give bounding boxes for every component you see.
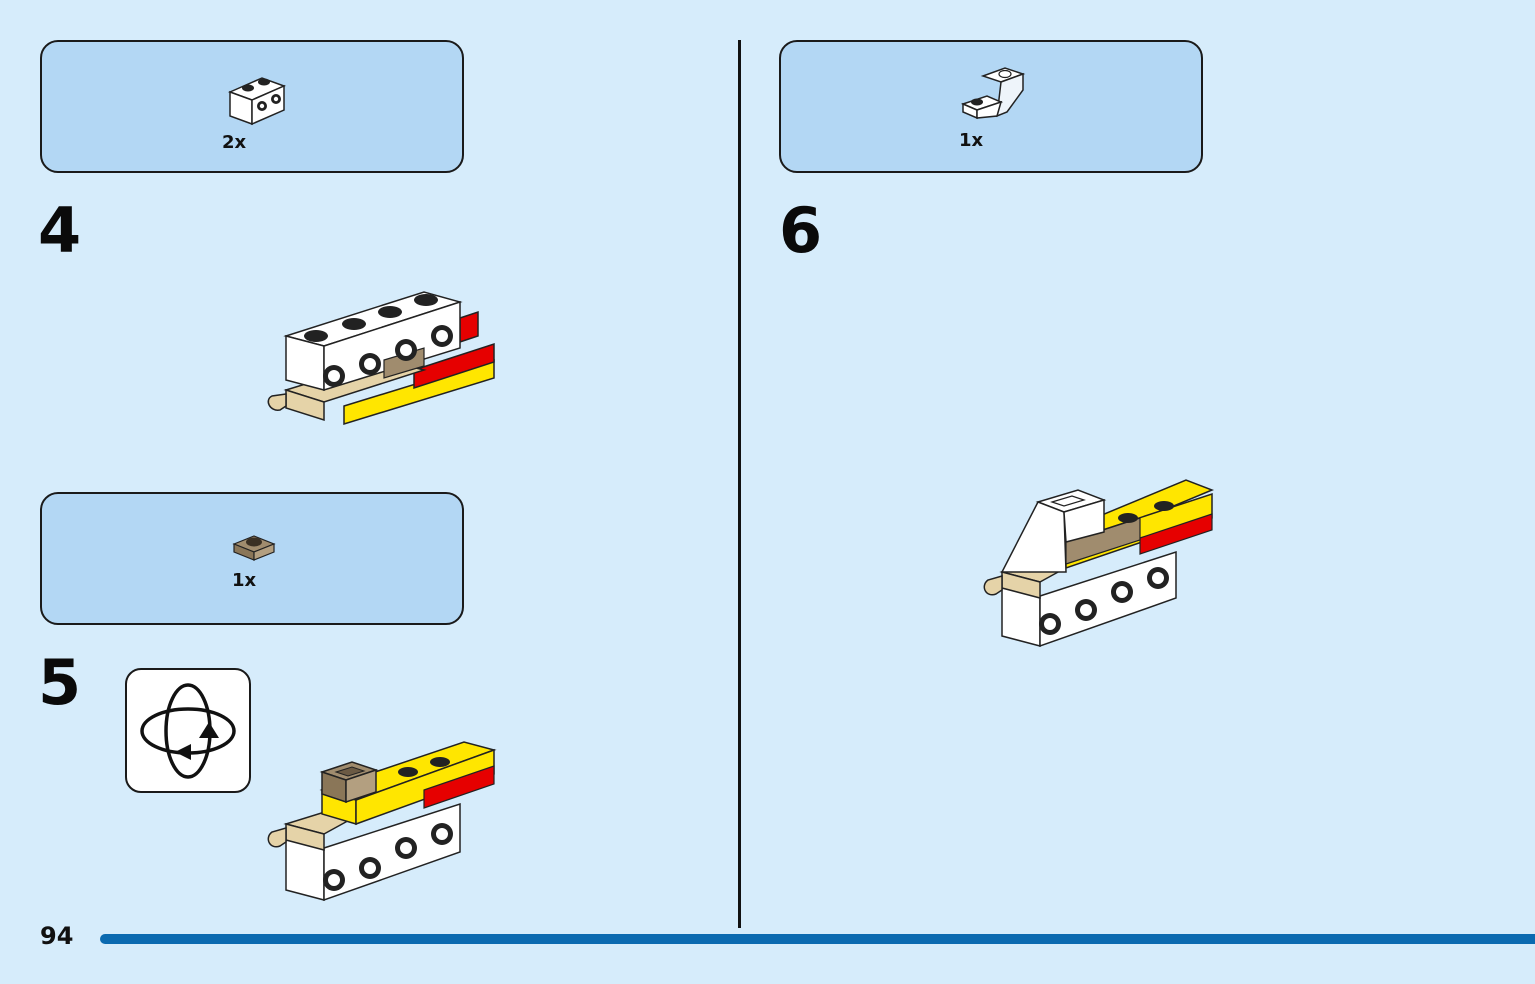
progress-bar — [100, 934, 1535, 944]
step-number-6: 6 — [779, 194, 823, 267]
dark-tan-plate-part — [232, 535, 276, 561]
parts-callout-step-4: 2x — [40, 40, 464, 173]
page-number: 94 — [40, 922, 74, 950]
part-quantity: 1x — [959, 130, 984, 151]
model-illustration-step-5 — [267, 741, 497, 902]
part-quantity: 1x — [232, 570, 257, 591]
white-brick-side-studs-part — [227, 77, 287, 126]
parts-callout-step-5: 1x — [40, 492, 464, 625]
rotate-model-icon — [140, 683, 236, 779]
model-illustration-step-4 — [267, 291, 495, 426]
step-number-5: 5 — [38, 646, 82, 719]
page-divider — [738, 40, 741, 928]
part-quantity: 2x — [222, 132, 247, 153]
white-slope-bracket-part — [960, 67, 1026, 120]
step-number-4: 4 — [38, 194, 82, 267]
model-illustration-step-6 — [983, 479, 1215, 648]
parts-callout-step-6: 1x — [779, 40, 1203, 173]
rotate-model-callout — [125, 668, 251, 793]
